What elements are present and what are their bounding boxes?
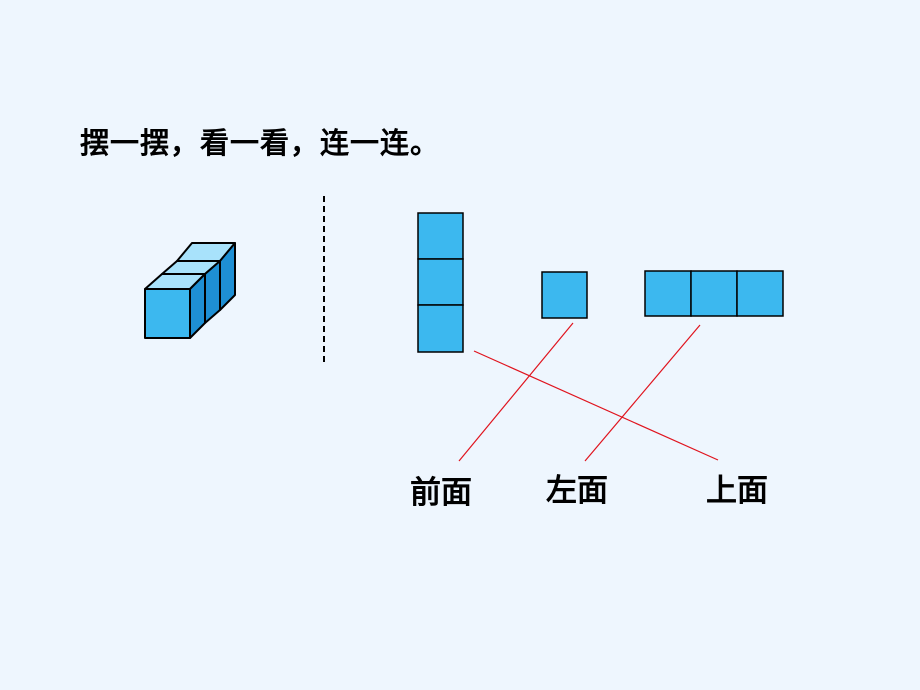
view-column-three-squares: [417, 212, 464, 353]
row-square: [644, 270, 692, 317]
label-front-view: 前面: [410, 475, 472, 511]
column-square: [417, 212, 464, 260]
instruction-text: 摆一摆，看一看，连一连。: [80, 126, 441, 160]
connector-single-to-front: [458, 322, 574, 462]
cube-row-3d: [144, 242, 236, 339]
label-top-view: 上面: [706, 473, 768, 509]
row-square: [690, 270, 738, 317]
column-square: [417, 304, 464, 353]
connector-lines: [458, 322, 719, 462]
connector-column-to-top: [473, 350, 719, 461]
connector-row-to-left: [584, 324, 701, 462]
label-left-view: 左面: [546, 473, 608, 509]
view-single-square: [541, 271, 588, 319]
view-row-three-squares: [644, 270, 784, 317]
row-square: [736, 270, 784, 317]
cube-front-face: [144, 288, 191, 339]
column-square: [417, 258, 464, 306]
